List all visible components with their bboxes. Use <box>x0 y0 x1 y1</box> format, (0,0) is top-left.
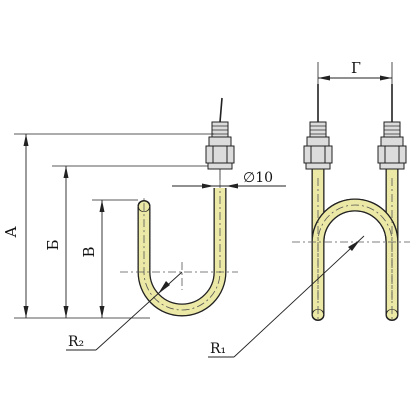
dimension-v <box>92 199 138 318</box>
dim-b-label: Б <box>44 239 62 250</box>
dim-a-label: A <box>2 226 20 238</box>
dimension-g <box>317 62 393 84</box>
radius-large-leader <box>208 235 365 358</box>
diameter-label: ∅10 <box>243 170 273 186</box>
diameter-dimension <box>172 183 286 189</box>
radius-small-leader <box>66 271 183 351</box>
radius-small-label: R₂ <box>68 334 84 350</box>
u-heater-element <box>292 84 410 322</box>
dimension-a <box>14 133 214 319</box>
dimension-b <box>52 165 208 318</box>
j-heater-element <box>120 97 238 317</box>
dim-g-label: Г <box>351 59 361 77</box>
radius-large-label: R₁ <box>210 341 226 357</box>
dim-v-label: В <box>80 246 98 257</box>
